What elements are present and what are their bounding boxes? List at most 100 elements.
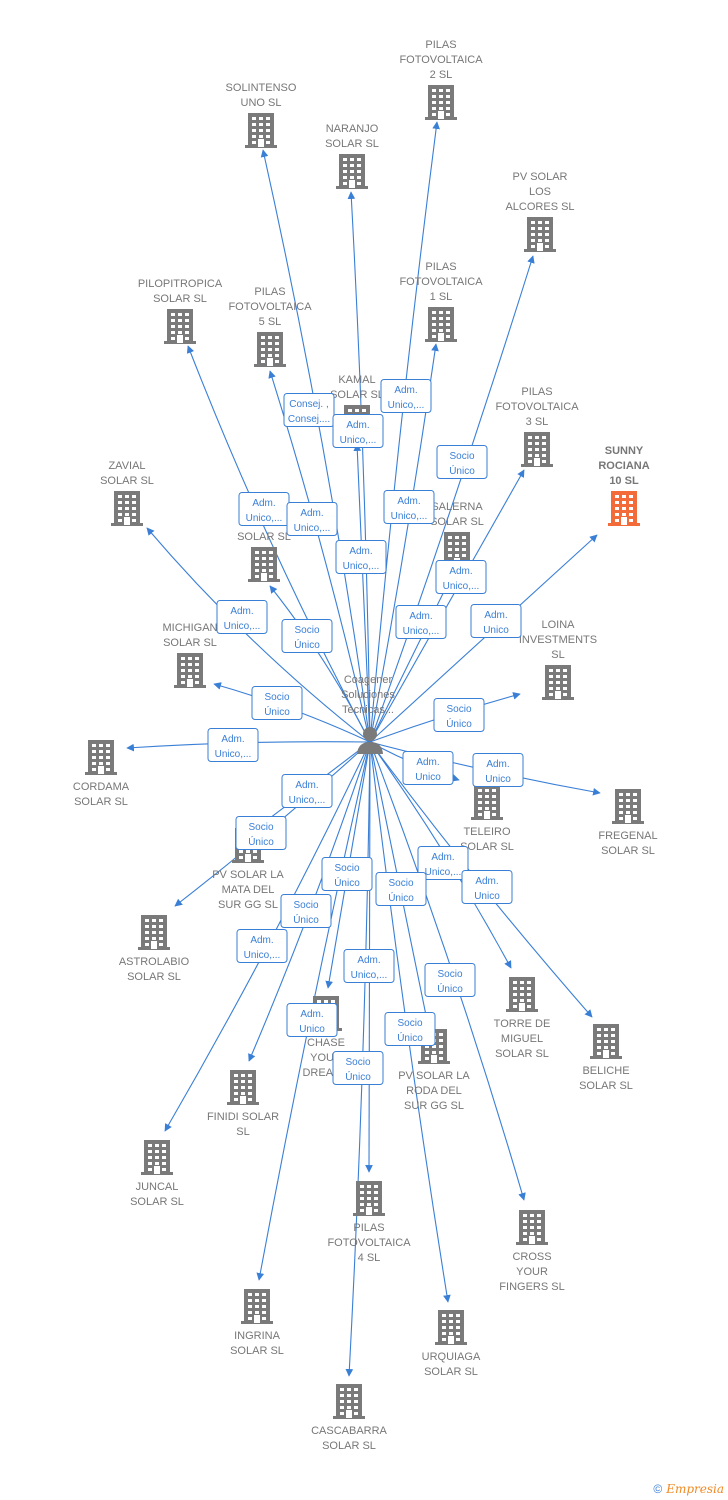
relation-label: Adm. [250,935,273,946]
relation-badge[interactable]: Adm.Unico,... [380,379,432,413]
relation-label: Socio [293,900,318,911]
relation-badge[interactable]: Consej. ,Consej.... [283,393,335,427]
relation-label: Único [388,891,414,904]
relation-badge-box [281,619,333,653]
relation-label: Adm. [357,955,380,966]
company-label: FOTOVOLTAICA [327,1237,411,1249]
company-label: RODA DEL [406,1085,462,1097]
relation-badge-box [417,846,469,880]
relation-label: Único [345,1070,371,1083]
relation-badge[interactable]: Adm.Unico,... [281,774,333,808]
relation-badge-box [461,870,513,904]
relation-badge[interactable]: Adm.Unico [286,1003,338,1037]
company-label: SUR GG SL [404,1100,464,1112]
relation-badge-box [251,686,303,720]
relation-badge[interactable]: Adm.Unico,... [236,929,288,963]
company-label: LOS [529,186,551,198]
pilas4-building-icon [353,1181,385,1216]
ingrina-building-icon [241,1289,273,1324]
relation-label: Socio [264,692,289,703]
relation-badge[interactable]: Adm.Unico [402,751,454,785]
relation-badge[interactable]: Adm.Unico,... [216,600,268,634]
relation-label: Socio [294,625,319,636]
footer-brand[interactable]: ©Empresia [653,1482,724,1496]
center-node[interactable]: CoagenerSolucionesTecnicas... [341,674,395,754]
edge-to-kamal [353,443,371,743]
relation-badge[interactable]: Adm.Unico,... [383,490,435,524]
relation-label: Socio [449,451,474,462]
teleiro-building-icon [471,785,503,820]
relation-badge-box [280,894,332,928]
edge-to-zavial [146,527,371,743]
edge-to-naranjo [347,191,371,743]
company-label: SL [236,1126,249,1138]
relation-badge[interactable]: Adm.Unico [470,604,522,638]
relation-badge-box [332,1051,384,1085]
cordama-building-icon [85,740,117,775]
relation-badge[interactable]: Adm.Unico,... [395,605,447,639]
relation-label: Adm. [475,876,498,887]
company-node-unnamed[interactable]: SOLAR SL [237,531,291,582]
relation-label: Unico,... [215,749,252,760]
relation-label: Socio [334,863,359,874]
relation-badge[interactable]: Adm.Unico,... [238,492,290,526]
center-label: Coagener [344,674,393,686]
relation-badge-box [470,604,522,638]
pilas2-building-icon [425,85,457,120]
center-label: Tecnicas... [342,704,394,716]
company-label: FREGENAL [598,830,657,842]
company-label: CHASE [307,1037,345,1049]
relation-badge[interactable]: Adm.Unico,... [332,414,384,448]
relation-badge[interactable]: Adm.Unico,... [343,949,395,983]
company-label: INVESTMENTS [519,634,597,646]
relation-label: Unico,... [443,581,480,592]
person-icon [357,727,383,754]
relation-badge[interactable]: Adm.Unico,... [435,560,487,594]
relation-badge[interactable]: Adm.Unico,... [335,540,387,574]
relation-badge[interactable]: Adm.Unico,... [286,502,338,536]
relation-badge[interactable]: Adm.Unico,... [207,728,259,762]
relation-badge[interactable]: Adm.Unico,... [417,846,469,880]
relation-badge[interactable]: Adm.Unico [472,753,524,787]
company-label: SALERNA [431,501,483,513]
relation-badge[interactable]: Adm.Unico [461,870,513,904]
